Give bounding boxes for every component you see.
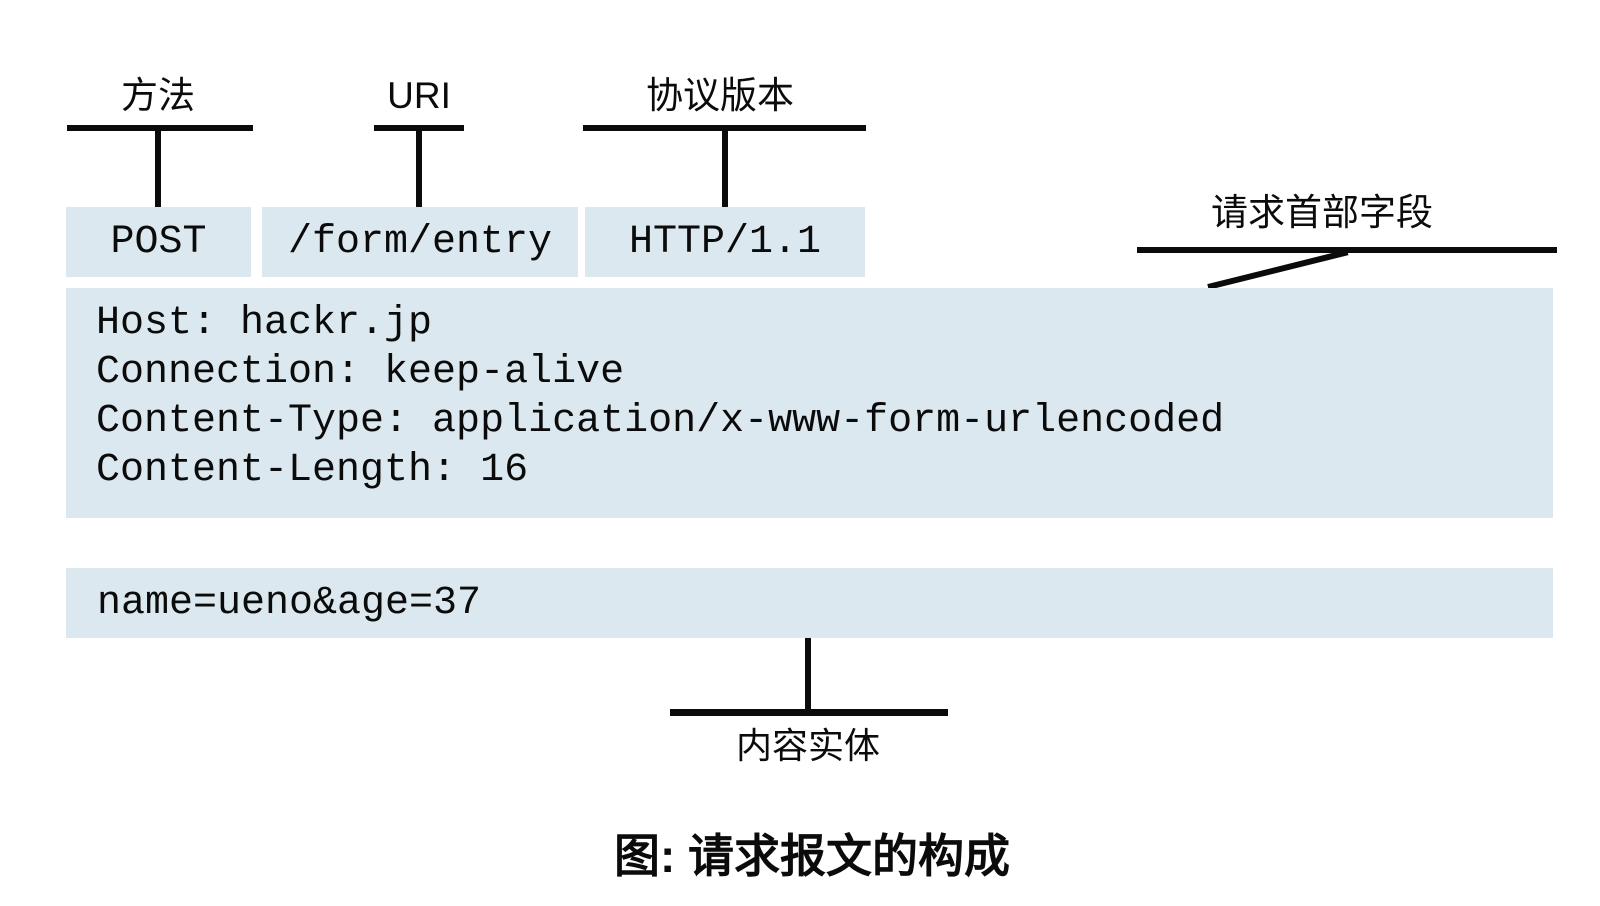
uri-pointer-line xyxy=(416,128,422,208)
protocol-version-box: HTTP/1.1 xyxy=(585,207,865,277)
header-line-host: Host: hackr.jp xyxy=(96,301,433,346)
figure-caption: 图: 请求报文的构成 xyxy=(613,830,1011,882)
method-label: 方法 xyxy=(121,75,195,116)
request-headers-label: 请求首部字段 xyxy=(1211,192,1433,233)
method-box: POST xyxy=(66,207,251,277)
entity-body-box: name=ueno&age=37 xyxy=(66,568,1553,638)
protocol-version-pointer-line xyxy=(722,128,728,208)
entity-pointer-line xyxy=(805,638,811,714)
uri-label: URI xyxy=(387,75,451,116)
protocol-version-label: 协议版本 xyxy=(646,75,794,116)
method-pointer-line xyxy=(155,128,161,208)
request-headers-pointer-line xyxy=(1207,249,1349,290)
header-line-content-type: Content-Type: application/x-www-form-url… xyxy=(96,399,1225,444)
header-line-content-length: Content-Length: 16 xyxy=(96,448,529,493)
header-line-connection: Connection: keep-alive xyxy=(96,350,625,395)
entity-bracket-line xyxy=(670,709,948,716)
uri-box: /form/entry xyxy=(262,207,578,277)
entity-label: 内容实体 xyxy=(735,725,880,766)
header-fields-box: Host: hackr.jp Connection: keep-alive Co… xyxy=(66,288,1553,518)
